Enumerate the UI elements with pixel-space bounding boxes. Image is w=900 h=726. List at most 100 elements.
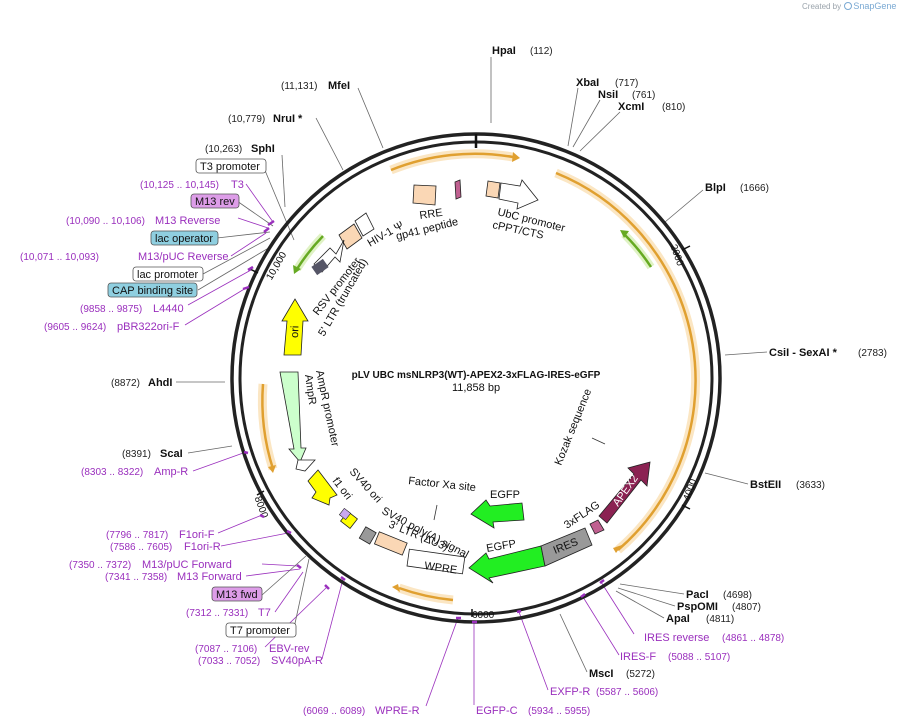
orange-arrowhead	[613, 545, 622, 553]
t7-promoter-label: T7 promoter	[230, 625, 290, 637]
primer-sv40pa-r-pos: (7033 .. 7052)	[198, 656, 260, 667]
egfp-arrow	[468, 545, 546, 584]
primer-l4440-pos: (9858 .. 9875)	[80, 304, 142, 315]
lac-operator-label: lac operator	[155, 233, 213, 245]
primer-amp-r: Amp-R	[154, 466, 188, 478]
primer-wpre-r-pos: (6069 .. 6089)	[303, 706, 365, 717]
enzyme-paci-pos: (4698)	[723, 590, 752, 601]
plasmid-size: 11,858 bp	[452, 382, 500, 394]
primer-amp-r-pos: (8303 .. 8322)	[81, 467, 143, 478]
enzyme-xcmi: XcmI	[618, 101, 644, 113]
m13-fwd-label: M13 fwd	[216, 589, 258, 601]
primer-exfp-r: EXFP-R	[550, 686, 590, 698]
m13-fwd-box	[211, 586, 263, 602]
cppt-box	[485, 180, 501, 199]
primer-egfp-c-pos: (5934 .. 5955)	[528, 706, 590, 717]
primer-ebv-rev: EBV-rev	[269, 643, 310, 655]
flag-box	[589, 519, 605, 535]
primer-t3: T3	[231, 179, 244, 191]
hiv-psi-box	[338, 223, 363, 250]
orange-arrowhead	[268, 465, 276, 473]
snapgene-credit: Created by SnapGene	[802, 1, 896, 11]
primer-ires-reverse-pos: (4861 .. 4878)	[722, 633, 784, 644]
m13-rev-label: M13 rev	[195, 196, 235, 208]
enzyme-xbai: XbaI	[576, 77, 599, 89]
leader-lines	[176, 57, 768, 673]
wpre-box	[406, 548, 466, 575]
primer-exfp-r-pos: (5587 .. 5606)	[596, 687, 658, 698]
box-leader-lines	[197, 167, 310, 629]
primer-f1ori-f-pos: (7796 .. 7817)	[106, 530, 168, 541]
green-arrowhead	[620, 230, 629, 238]
sv40-polya-box	[358, 526, 377, 545]
label-ori: ori	[289, 325, 301, 338]
sv40-small-box	[338, 507, 352, 521]
rre-box	[412, 184, 437, 206]
enzyme-mfei: MfeI	[328, 80, 350, 92]
credit-brand: SnapGene	[853, 1, 897, 11]
enzyme-xcmi-pos: (810)	[662, 102, 685, 113]
enzyme-csii-sexai: CsiI - SexAI *	[769, 347, 838, 359]
green-arrowhead	[293, 265, 301, 274]
primer-f1ori-r: F1ori-R	[184, 541, 221, 553]
enzyme-pspomi-pos: (4807)	[732, 602, 761, 613]
ubc-promoter-arrow	[498, 179, 539, 210]
tick-label-4000: 4000	[682, 477, 700, 502]
enzyme-nrui-pos: (10,779)	[228, 114, 265, 125]
ltr5-box	[354, 212, 375, 237]
m13-rev-box	[190, 193, 240, 209]
enzyme-msci-pos: (5272)	[626, 669, 655, 680]
enzyme-bsteii: BstEII	[750, 479, 781, 491]
enzyme-hpai-pos: (112)	[530, 46, 553, 57]
gp41-box	[454, 179, 462, 200]
enzyme-scai-pos: (8391)	[122, 449, 151, 460]
enzyme-nrui: NruI *	[273, 113, 303, 125]
enzyme-msci: MscI	[589, 668, 613, 680]
primer-ires-f: IRES-F	[620, 651, 656, 663]
lac-promoter-label: lac promoter	[137, 269, 198, 281]
enzyme-ahdi: AhdI	[148, 377, 172, 389]
primer-m13puc-reverse-pos: (10,071 .. 10,093)	[20, 252, 99, 263]
label-ampr-promoter: AmpR promoter	[313, 369, 341, 448]
enzyme-hpai: HpaI	[492, 45, 516, 57]
primer-wpre-r: WPRE-R	[375, 705, 420, 717]
orange-feature-arcs	[257, 149, 701, 605]
primer-pbr322ori-f-pos: (9605 .. 9624)	[44, 322, 106, 333]
label-wpre: WPRE	[424, 560, 458, 576]
lac-operator-box	[150, 230, 219, 246]
enzyme-nsii-pos: (761)	[632, 90, 655, 101]
enzyme-scai: ScaI	[160, 448, 183, 460]
label-kozak: Kozak sequence	[553, 387, 595, 467]
enzyme-sphi: SphI	[251, 143, 275, 155]
credit-text: Created by	[802, 2, 842, 11]
primer-m13-reverse-pos: (10,090 .. 10,106)	[66, 216, 145, 227]
enzyme-paci: PacI	[686, 589, 709, 601]
rsv-segment	[311, 258, 329, 276]
primer-ires-f-pos: (5088 .. 5107)	[668, 652, 730, 663]
primer-egfp-c: EGFP-C	[476, 705, 518, 717]
egfp-top-arrow	[470, 499, 525, 529]
enzyme-blpi: BlpI	[705, 182, 726, 194]
primer-sv40pa-r: SV40pA-R	[271, 655, 323, 667]
t3-promoter-label: T3 promoter	[200, 161, 260, 173]
orange-arrowhead	[392, 584, 400, 592]
ori-arrow	[281, 298, 309, 356]
feature-glyphs	[279, 179, 651, 584]
enzyme-apai: ApaI	[666, 613, 690, 625]
apex2-arrow	[598, 461, 651, 524]
label-f1ori: f1 ori	[330, 475, 355, 502]
cap-site-box	[107, 282, 198, 298]
enzyme-pspomi: PspOMI	[677, 601, 718, 613]
snapgene-logo-icon	[844, 2, 853, 10]
primer-m13-reverse: M13 Reverse	[155, 215, 220, 227]
f1-ori-arrow	[307, 469, 338, 506]
label-sv40ori: SV40 ori	[347, 466, 384, 505]
enzyme-mfei-pos: (11,131)	[281, 81, 318, 92]
label-apex2: APEX2	[611, 473, 641, 509]
primer-m13puc-reverse: M13/pUC Reverse	[138, 251, 228, 263]
primer-ires-reverse: IRES reverse	[644, 632, 709, 644]
primer-t3-pos: (10,125 .. 10,145)	[140, 180, 219, 191]
enzyme-csii: CsiI	[769, 347, 789, 359]
ires-box	[540, 527, 593, 567]
